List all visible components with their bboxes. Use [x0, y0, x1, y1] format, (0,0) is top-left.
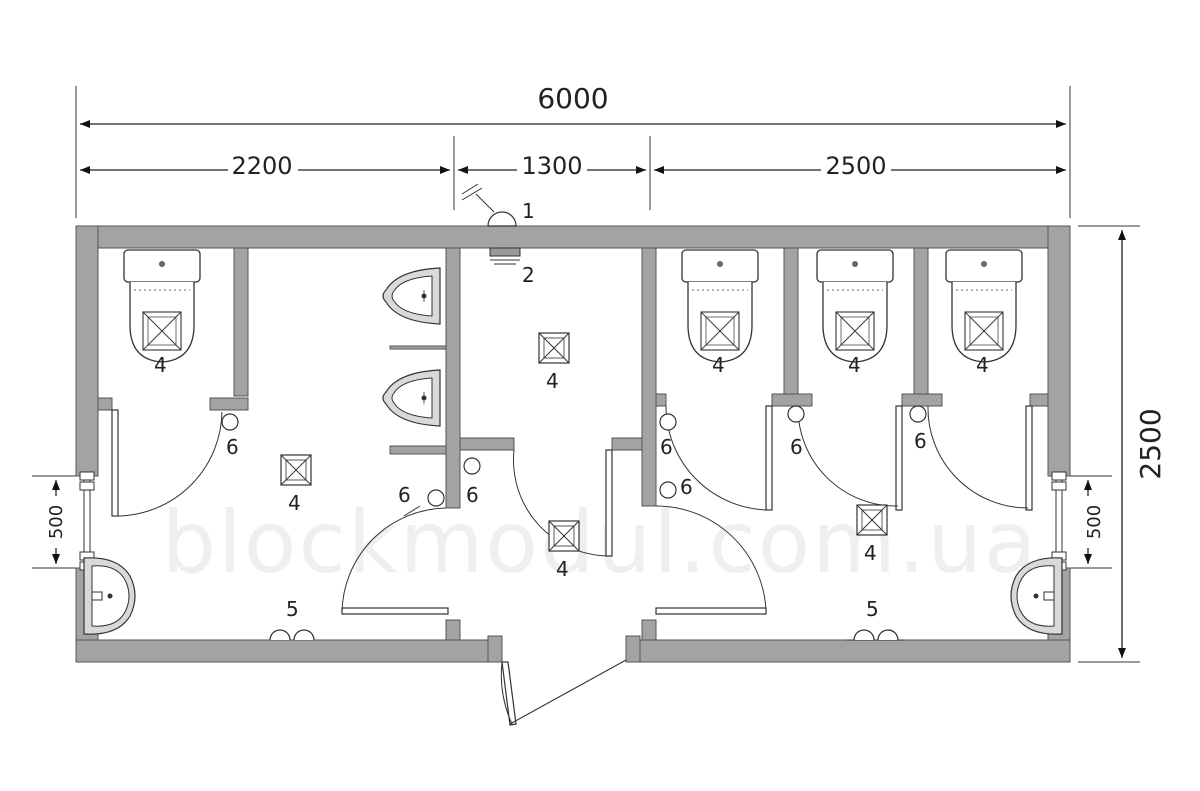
label-drain-cabin-3: 4: [976, 353, 989, 377]
dim-section-middle: 1300: [521, 152, 582, 180]
switch-icon-cabin-2: [787, 405, 805, 423]
toilet-cabin-2: [816, 249, 894, 363]
floor-drain-corridor: [548, 520, 580, 552]
label-drain-corridor: 4: [556, 557, 569, 581]
label-socket-right: 5: [866, 597, 879, 621]
switch-icon-cabin-1: [659, 413, 677, 431]
dim-height: 2500: [1134, 408, 1167, 479]
label-switch-left-room: 6: [398, 483, 411, 507]
outdoor-light-icon: [461, 183, 517, 227]
label-indoor-light: 2: [522, 263, 535, 287]
dim-window-left: 500: [46, 505, 67, 539]
label-switch-cabin-1: 6: [660, 435, 673, 459]
dim-section-right: 2500: [825, 152, 886, 180]
dim-section-left: 2200: [231, 152, 292, 180]
watermark: blockmodul.com.ua: [161, 493, 1038, 593]
dim-total-width: 6000: [537, 82, 608, 115]
label-drain-cabin-2: 4: [848, 353, 861, 377]
switch-icon-corridor: [463, 457, 481, 475]
floor-drain-middle: [538, 332, 570, 364]
switch-icon-left-room: [427, 489, 445, 507]
toilet-cabin-3: [945, 249, 1023, 363]
toilet-left: [123, 249, 201, 363]
walls: [75, 225, 1071, 663]
label-drain-left-toilet: 4: [154, 353, 167, 377]
label-socket-left: 5: [286, 597, 299, 621]
urinal-bottom: [382, 369, 441, 427]
doors: [111, 405, 1033, 726]
label-drain-right: 4: [864, 541, 877, 565]
label-switch-left-toilet: 6: [226, 435, 239, 459]
label-drain-left: 4: [288, 491, 301, 515]
label-drain-middle: 4: [546, 369, 559, 393]
sink-left: [83, 557, 136, 635]
floor-drain-left: [280, 454, 312, 486]
urinal-top: [382, 267, 441, 325]
floor-drain-right: [856, 504, 888, 536]
label-switch-cabin-3: 6: [914, 429, 927, 453]
switch-icon-right-room: [659, 481, 677, 499]
label-outdoor-light: 1: [522, 199, 535, 223]
label-switch-right-room: 6: [680, 475, 693, 499]
socket-icon-right: [846, 629, 904, 641]
label-switch-cabin-2: 6: [790, 435, 803, 459]
dim-window-right: 500: [1084, 505, 1105, 539]
toilet-cabin-1: [681, 249, 759, 363]
label-drain-cabin-1: 4: [712, 353, 725, 377]
socket-icon-left: [269, 629, 315, 641]
label-switch-corridor: 6: [466, 483, 479, 507]
switch-icon-left-toilet: [221, 413, 239, 431]
switch-icon-cabin-3: [909, 405, 927, 423]
indoor-light-icon: [489, 247, 521, 265]
